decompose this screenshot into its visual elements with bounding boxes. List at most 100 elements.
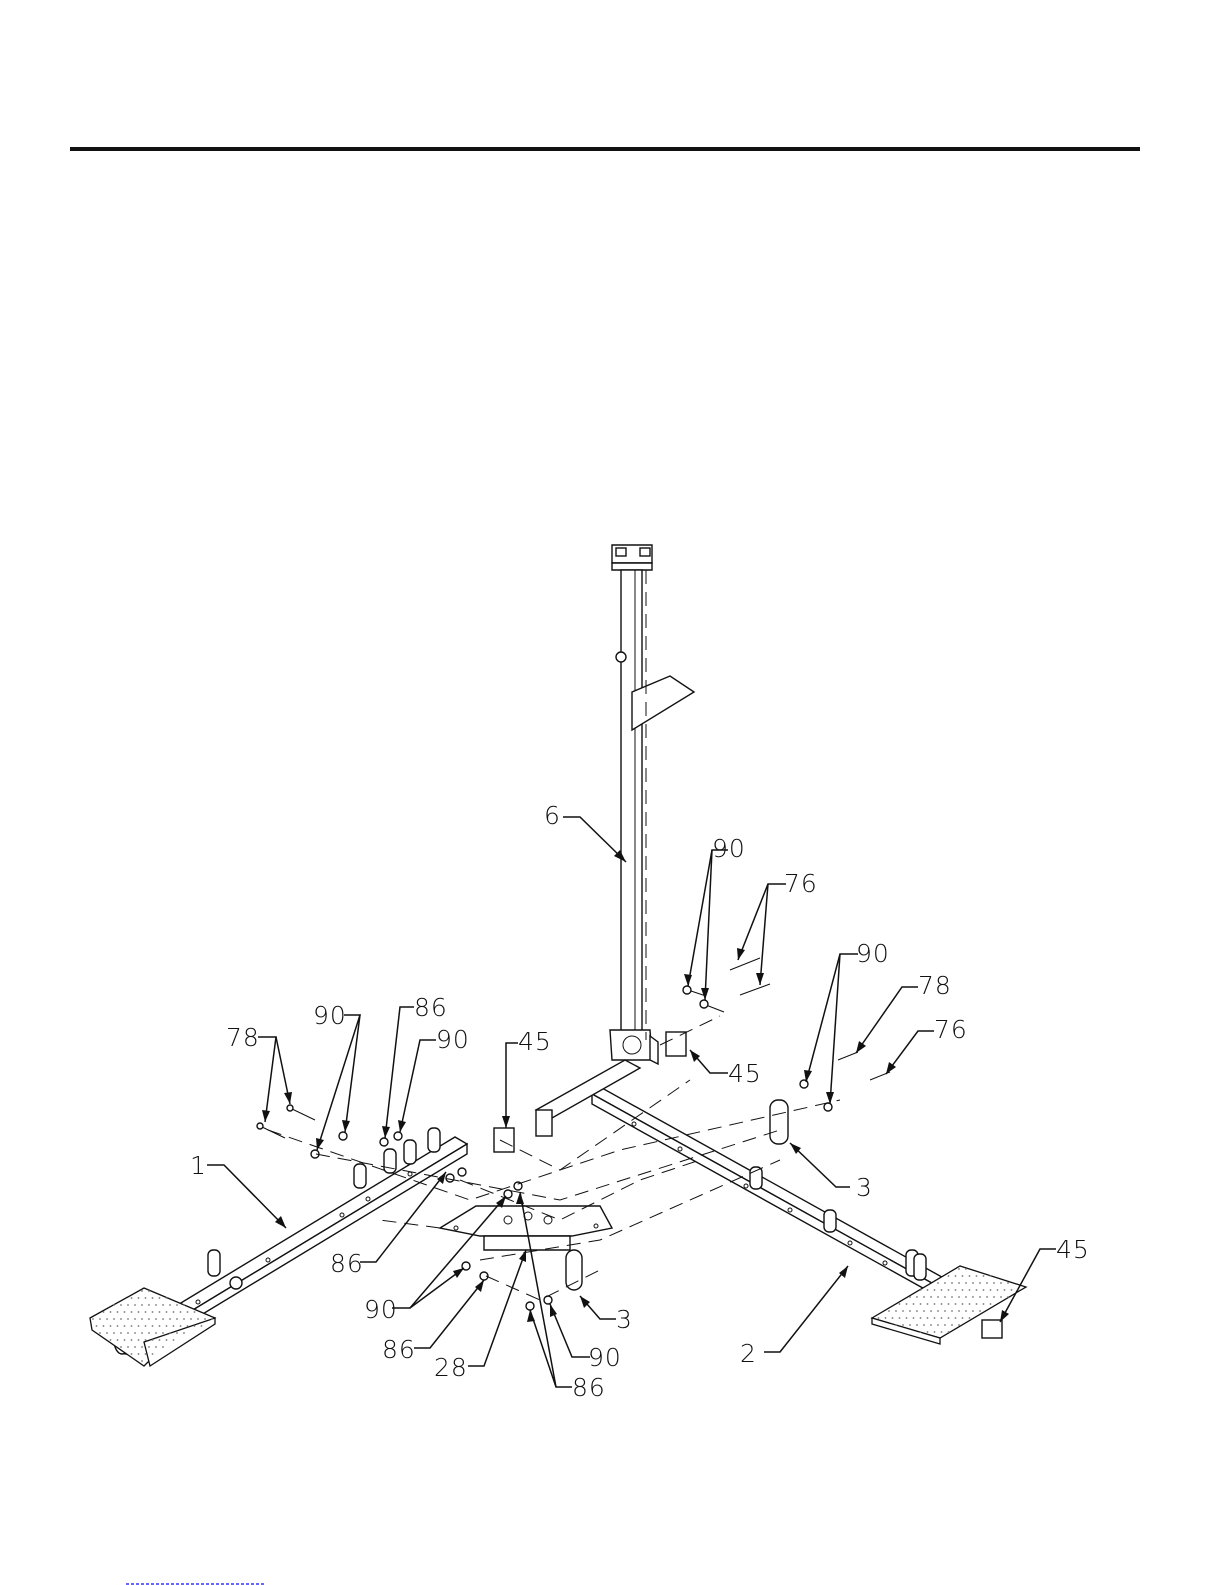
callout-90-mid-left: 90 bbox=[436, 1025, 470, 1054]
tread-dot bbox=[927, 1303, 929, 1305]
tread-dot bbox=[962, 1289, 964, 1291]
tread-dot bbox=[941, 1289, 943, 1291]
tread-dot bbox=[145, 1353, 147, 1355]
tread-dot bbox=[180, 1325, 182, 1327]
tread-dot bbox=[937, 1282, 939, 1284]
tread-dot bbox=[204, 1318, 206, 1320]
tread-dot bbox=[134, 1304, 136, 1306]
tread-dot bbox=[103, 1311, 105, 1313]
tread-dot bbox=[909, 1310, 911, 1312]
callout-90-lower-right: 90 bbox=[588, 1343, 622, 1372]
tread-dot bbox=[948, 1275, 950, 1277]
tread-dot bbox=[141, 1346, 143, 1348]
tread-dot bbox=[159, 1297, 161, 1299]
tread-dot bbox=[127, 1318, 129, 1320]
tread-dot bbox=[1011, 1289, 1013, 1291]
tread-dot bbox=[183, 1332, 185, 1334]
tread-dot bbox=[113, 1332, 115, 1334]
tread-dot bbox=[948, 1289, 950, 1291]
tread-dot bbox=[173, 1311, 175, 1313]
callout-90-upper: 90 bbox=[712, 834, 746, 863]
tread-dot bbox=[141, 1332, 143, 1334]
tread-dot bbox=[923, 1296, 925, 1298]
tread-dot bbox=[166, 1297, 168, 1299]
tread-dot bbox=[211, 1318, 213, 1320]
tread-dot bbox=[983, 1275, 985, 1277]
tread-dot bbox=[916, 1310, 918, 1312]
tread-dot bbox=[965, 1282, 967, 1284]
tread-dot bbox=[155, 1332, 157, 1334]
tread-dot bbox=[913, 1303, 915, 1305]
tread-dot bbox=[969, 1303, 971, 1305]
tread-dot bbox=[201, 1325, 203, 1327]
tread-dot bbox=[197, 1318, 199, 1320]
tread-dot bbox=[127, 1304, 129, 1306]
tread-dot bbox=[162, 1318, 164, 1320]
tread-dot bbox=[190, 1318, 192, 1320]
tread-dot bbox=[103, 1325, 105, 1327]
tread-dot bbox=[976, 1275, 978, 1277]
tread-dot bbox=[113, 1318, 115, 1320]
tread-dot bbox=[934, 1303, 936, 1305]
tread-dot bbox=[1018, 1289, 1020, 1291]
tread-dot bbox=[155, 1346, 157, 1348]
tread-dot bbox=[979, 1310, 981, 1312]
callout-28: 28 bbox=[434, 1353, 468, 1382]
tread-dot bbox=[927, 1317, 929, 1319]
tread-dot bbox=[131, 1297, 133, 1299]
tread-dot bbox=[155, 1304, 157, 1306]
tread-dot bbox=[979, 1282, 981, 1284]
tread-dot bbox=[169, 1318, 171, 1320]
tread-dot bbox=[958, 1296, 960, 1298]
upright-post-6 bbox=[610, 545, 694, 1064]
tread-dot bbox=[962, 1303, 964, 1305]
tread-dot bbox=[1004, 1289, 1006, 1291]
tread-dot bbox=[110, 1311, 112, 1313]
tread-dot bbox=[948, 1317, 950, 1319]
tread-dot bbox=[176, 1318, 178, 1320]
tread-dot bbox=[187, 1325, 189, 1327]
tread-dot bbox=[166, 1339, 168, 1341]
tread-dot bbox=[990, 1303, 992, 1305]
tread-dot bbox=[173, 1339, 175, 1341]
callout-76-right: 76 bbox=[934, 1015, 968, 1044]
callout-45-center: 45 bbox=[728, 1059, 762, 1088]
tread-dot bbox=[148, 1290, 150, 1292]
tread-dot bbox=[944, 1296, 946, 1298]
tread-dot bbox=[965, 1296, 967, 1298]
tread-dot bbox=[113, 1304, 115, 1306]
tread-dot bbox=[124, 1311, 126, 1313]
tread-dot bbox=[955, 1289, 957, 1291]
tread-dot bbox=[138, 1311, 140, 1313]
tread-dot bbox=[183, 1318, 185, 1320]
tread-dot bbox=[916, 1296, 918, 1298]
tread-dot bbox=[134, 1318, 136, 1320]
tread-dot bbox=[944, 1282, 946, 1284]
callout-86-mid: 86 bbox=[330, 1249, 364, 1278]
tread-dot bbox=[106, 1332, 108, 1334]
tread-dot bbox=[1007, 1296, 1009, 1298]
tread-dot bbox=[141, 1290, 143, 1292]
callout-2: 2 bbox=[740, 1339, 757, 1368]
tread-dot bbox=[965, 1310, 967, 1312]
tread-dot bbox=[96, 1325, 98, 1327]
tread-dot bbox=[937, 1324, 939, 1326]
tread-dot bbox=[909, 1296, 911, 1298]
tread-dot bbox=[138, 1325, 140, 1327]
callout-78-left: 78 bbox=[226, 1023, 260, 1052]
tread-dot bbox=[162, 1346, 164, 1348]
callout-3-lower: 3 bbox=[616, 1305, 633, 1334]
tread-dot bbox=[972, 1282, 974, 1284]
tread-dot bbox=[972, 1310, 974, 1312]
tread-dot bbox=[969, 1317, 971, 1319]
base-tube-2 bbox=[592, 1088, 1026, 1344]
tread-dot bbox=[916, 1324, 918, 1326]
tread-dot bbox=[906, 1317, 908, 1319]
tread-dot bbox=[120, 1332, 122, 1334]
tread-dot bbox=[148, 1346, 150, 1348]
tread-dot bbox=[962, 1275, 964, 1277]
tread-dot bbox=[120, 1304, 122, 1306]
tread-dot bbox=[127, 1346, 129, 1348]
tread-dot bbox=[145, 1325, 147, 1327]
tread-dot bbox=[955, 1303, 957, 1305]
